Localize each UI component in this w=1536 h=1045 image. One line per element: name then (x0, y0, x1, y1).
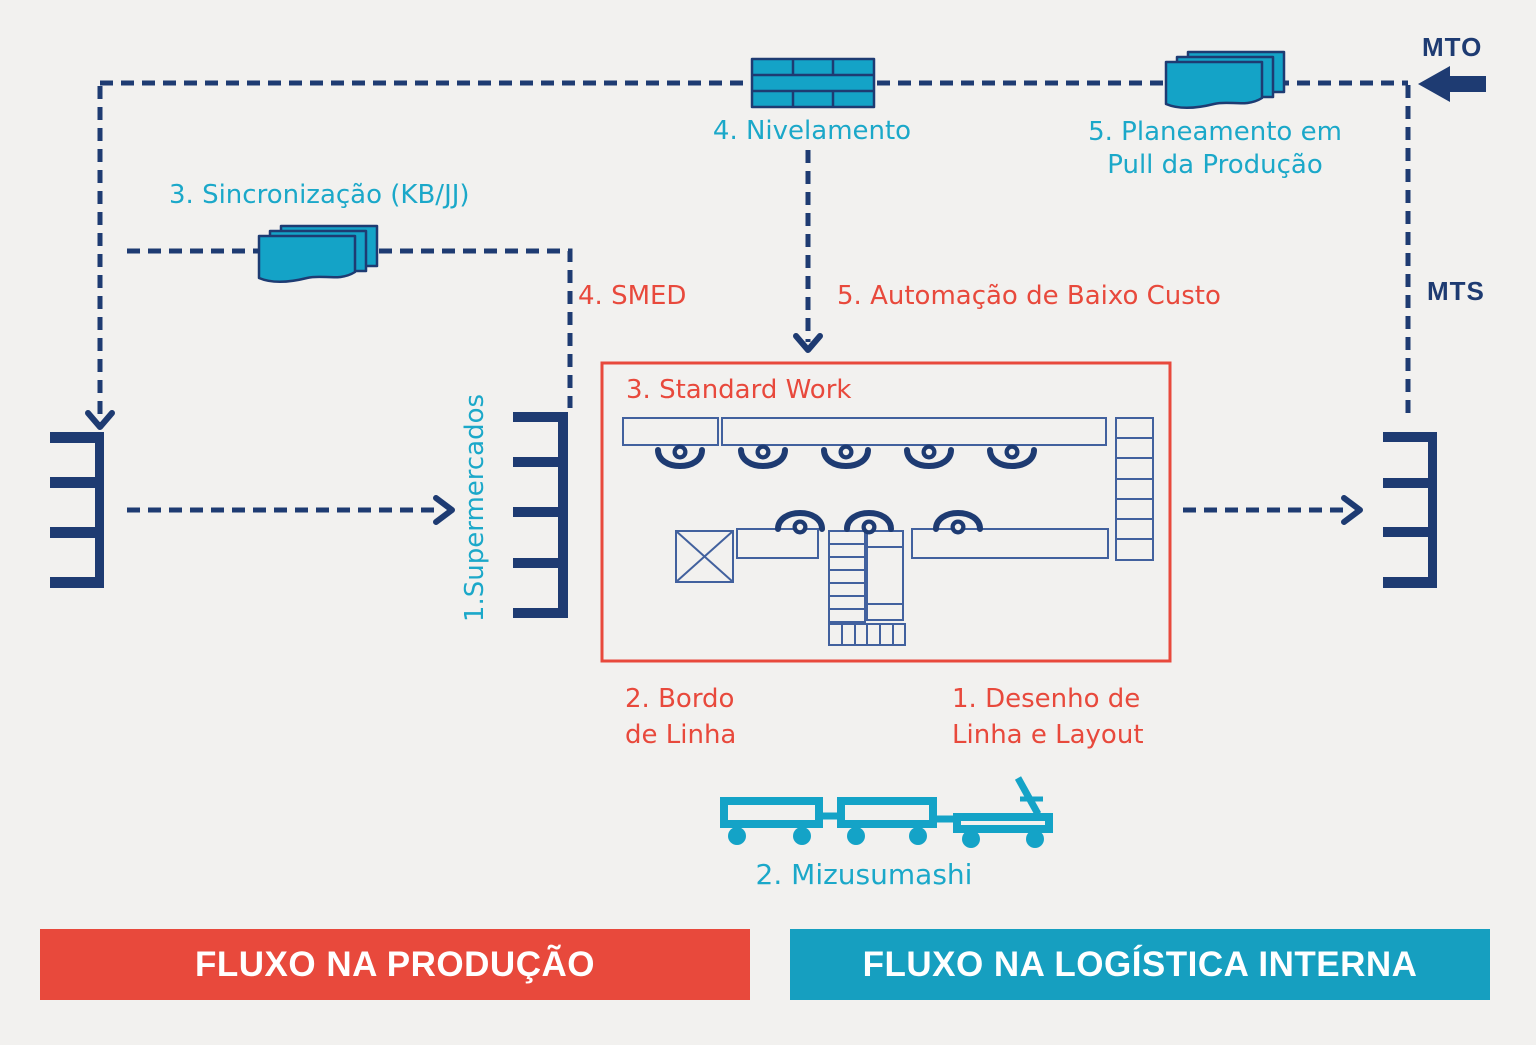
standard-work-area-border (600, 361, 1172, 663)
arrow-down-icon (85, 410, 115, 430)
operator-icon (990, 445, 1034, 467)
kanban-cards-icon (1164, 50, 1286, 110)
label-supermercados: 1.Supermercados (460, 393, 490, 623)
operator-icon (824, 445, 868, 467)
operator-icon (658, 445, 702, 467)
workstation-rect (622, 417, 719, 446)
operator-icon (907, 445, 951, 467)
workstation-rect (736, 528, 819, 559)
workstation-rect (911, 528, 1109, 559)
workstation-rect (721, 417, 1107, 446)
mto-arrow-left-icon (1418, 66, 1486, 102)
label-mto: MTO (1422, 32, 1483, 62)
banner-fluxo-na-logistica-interna: FLUXO NA LOGÍSTICA INTERNA (790, 929, 1490, 1000)
supermarket-rack-icon-middle (513, 412, 568, 618)
production-line-layout (622, 417, 1154, 646)
machine-cell (866, 530, 904, 621)
operator-icon (778, 513, 822, 535)
label-automacao: 5. Automação de Baixo Custo (837, 281, 1221, 311)
operator-icon (936, 513, 980, 535)
pallet-strip (828, 623, 906, 646)
label-smed: 4. SMED (578, 281, 687, 311)
banner-fluxo-na-producao: FLUXO NA PRODUÇÃO (40, 929, 750, 1000)
arrow-down-icon (793, 333, 823, 353)
label-mts: MTS (1427, 276, 1485, 306)
mizusumashi-train-icon (720, 776, 1053, 848)
supermarket-rack-icon-left (50, 432, 104, 588)
supermarket-rack-icon-right (1383, 432, 1437, 588)
label-standard-work: 3. Standard Work (626, 375, 852, 405)
label-nivelamento: 4. Nivelamento (712, 116, 912, 146)
label-mizusumashi: 2. Mizusumashi (755, 858, 973, 891)
heijunka-box-icon (750, 57, 876, 109)
label-sincronizacao: 3. Sincronização (KB/JJ) (169, 180, 470, 210)
flow-rack-column (1115, 417, 1154, 561)
arrow-right-icon (433, 495, 455, 525)
shelf-stack (828, 530, 866, 623)
kanban-cards-icon (257, 224, 379, 284)
operator-icon (741, 445, 785, 467)
crossdock-cell (675, 530, 734, 583)
arrow-right-icon (1341, 495, 1363, 525)
